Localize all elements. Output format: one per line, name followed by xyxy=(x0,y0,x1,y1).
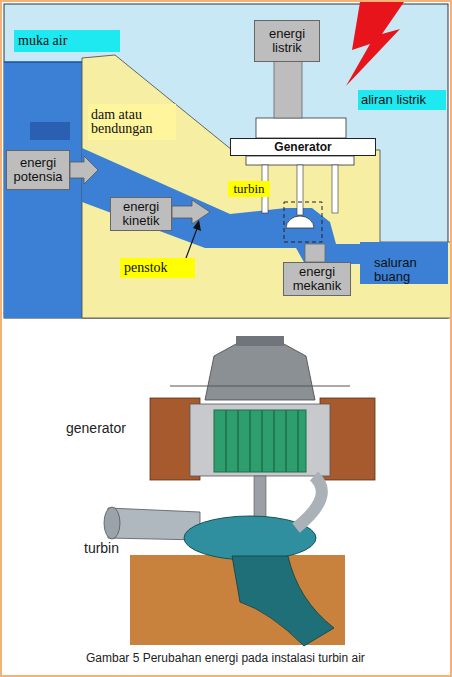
draft-tube xyxy=(232,556,334,646)
generator-rotor xyxy=(214,410,306,472)
tailwater xyxy=(360,242,448,284)
foundation xyxy=(130,555,345,645)
reservoir-water xyxy=(4,62,82,318)
figure-caption: Gambar 5 Perubahan energi pada instalasi… xyxy=(86,651,448,665)
label-box: penstok xyxy=(120,258,195,278)
node-text: energi mekanik xyxy=(286,265,348,293)
label-box: Generator xyxy=(230,138,376,156)
part-label: generator xyxy=(66,421,156,435)
lightning-bolt xyxy=(346,2,404,86)
label-box: aliran listrik xyxy=(358,90,446,110)
node-text: Generator xyxy=(233,140,373,154)
part-label: turbin xyxy=(84,541,154,555)
node-text: muka air xyxy=(18,34,116,48)
penstock-water xyxy=(82,148,360,264)
node-text: energi kinetik xyxy=(113,200,169,228)
label-box: dam atau bendungan xyxy=(88,104,176,140)
node-text: dam atau bendungan xyxy=(91,108,173,136)
dam-body xyxy=(82,55,452,318)
generator-housing xyxy=(205,344,315,400)
label-box: energi potensia xyxy=(6,150,70,190)
node-text: penstok xyxy=(124,261,191,275)
label-box: turbin xyxy=(228,181,270,197)
node-text: energi listrik xyxy=(257,27,317,55)
part-label: saluran buang xyxy=(374,256,444,284)
block-arrow xyxy=(172,200,210,224)
node-text: energi potensia xyxy=(9,156,67,184)
node-text: aliran listrik xyxy=(361,93,443,107)
label-box: energi kinetik xyxy=(110,197,172,231)
turbine-runner xyxy=(286,216,314,228)
label-box: muka air xyxy=(14,30,120,52)
label-box: energi listrik xyxy=(254,20,320,62)
node-text: turbin xyxy=(230,182,268,196)
label-box: energi mekanik xyxy=(283,262,351,296)
block-arrow xyxy=(70,156,98,184)
